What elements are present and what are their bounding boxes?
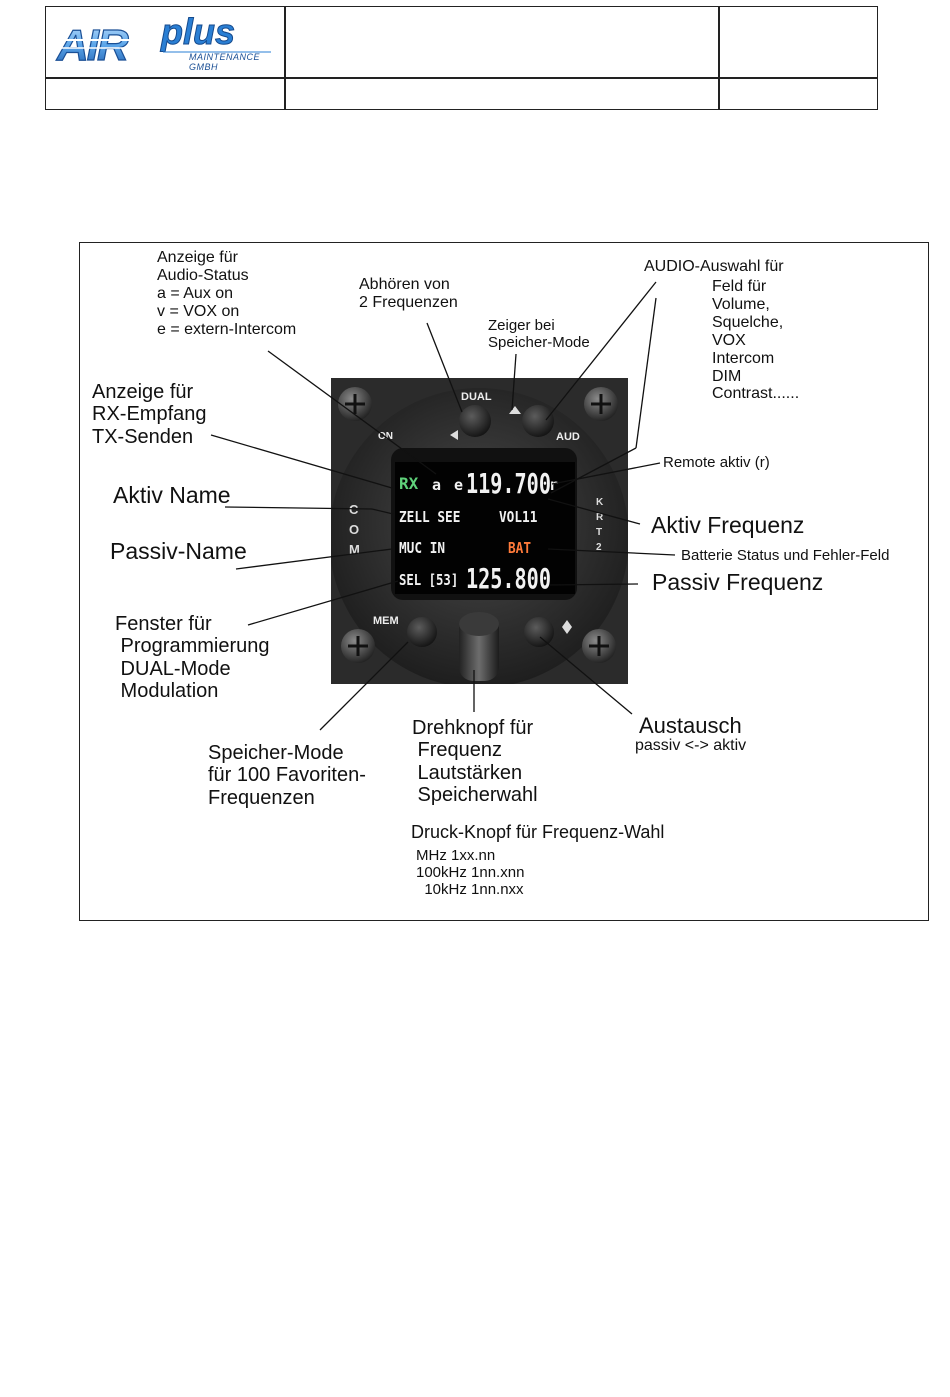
com-label: COM xyxy=(349,502,360,557)
annotation-push-items: MHz 1xx.nn 100kHz 1nn.xnn 10kHz 1nn.nxx xyxy=(416,847,525,898)
aud-label: AUD xyxy=(556,431,580,443)
annotation-rx-tx: Anzeige für RX-Empfang TX-Senden xyxy=(92,381,207,448)
logo-subtitle: MAINTENANCE GMBH xyxy=(189,52,261,72)
device-panel xyxy=(329,378,629,688)
lcd-battery: BAT xyxy=(508,539,532,557)
annotation-battery: Batterie Status und Fehler-Feld xyxy=(681,547,890,564)
dual-label: DUAL xyxy=(461,391,492,403)
lcd-rx: RX xyxy=(399,474,419,493)
annotation-remote: Remote aktiv (r) xyxy=(663,454,770,471)
annotation-aktiv-frequenz: Aktiv Frequenz xyxy=(651,512,805,538)
annotation-audio-select-items: Feld für Volume, Squelche, VOX Intercom … xyxy=(712,278,800,403)
svg-text:AIR: AIR xyxy=(56,21,129,66)
lcd-active-name: ZELL SEE xyxy=(399,508,461,526)
lcd-passive-frequency: 125.800 xyxy=(466,562,551,595)
header-divider xyxy=(718,6,720,110)
annotation-push-title: Druck-Knopf für Frequenz-Wahl xyxy=(411,822,665,842)
header-table xyxy=(45,6,878,110)
annotation-passiv-name: Passiv-Name xyxy=(110,538,247,564)
header-divider xyxy=(45,77,878,79)
annotation-memory: Speicher-Mode für 100 Favoriten- Frequen… xyxy=(208,742,366,809)
annotation-knob: Drehknopf für Frequenz Lautstärken Speic… xyxy=(412,717,538,807)
lcd-sel: SEL [53] xyxy=(399,571,459,589)
annotation-passiv-frequenz: Passiv Frequenz xyxy=(652,569,824,595)
lcd-passive-name: MUC IN xyxy=(399,539,446,557)
airplus-logo: AIR plus MAINTENANCE GMBH xyxy=(55,10,277,72)
lcd-active-frequency: 119.700 xyxy=(466,467,551,500)
mem-label: MEM xyxy=(373,615,399,627)
lcd-audio-status: a e xyxy=(432,476,466,494)
annotation-audio-status: Anzeige für Audio-Status a = Aux on v = … xyxy=(157,249,297,338)
lcd-remote: r xyxy=(549,476,559,494)
header-divider xyxy=(284,6,286,110)
annotation-exchange-title: Austausch xyxy=(639,713,742,738)
svg-text:plus: plus xyxy=(160,11,235,52)
annotation-pointer: Zeiger bei Speicher-Mode xyxy=(488,317,590,351)
annotation-audio-select-title: AUDIO-Auswahl für xyxy=(644,258,784,275)
krt2-label: KRT2 xyxy=(596,497,604,553)
annotation-aktiv-name: Aktiv Name xyxy=(113,482,231,508)
lcd-volume: VOL11 xyxy=(499,508,538,526)
annotation-dual-listen: Abhören von 2 Frequenzen xyxy=(359,276,458,311)
annotation-exchange-sub: passiv <-> aktiv xyxy=(635,737,747,754)
annotation-window: Fenster für Programmierung DUAL-Mode Mod… xyxy=(115,613,270,703)
